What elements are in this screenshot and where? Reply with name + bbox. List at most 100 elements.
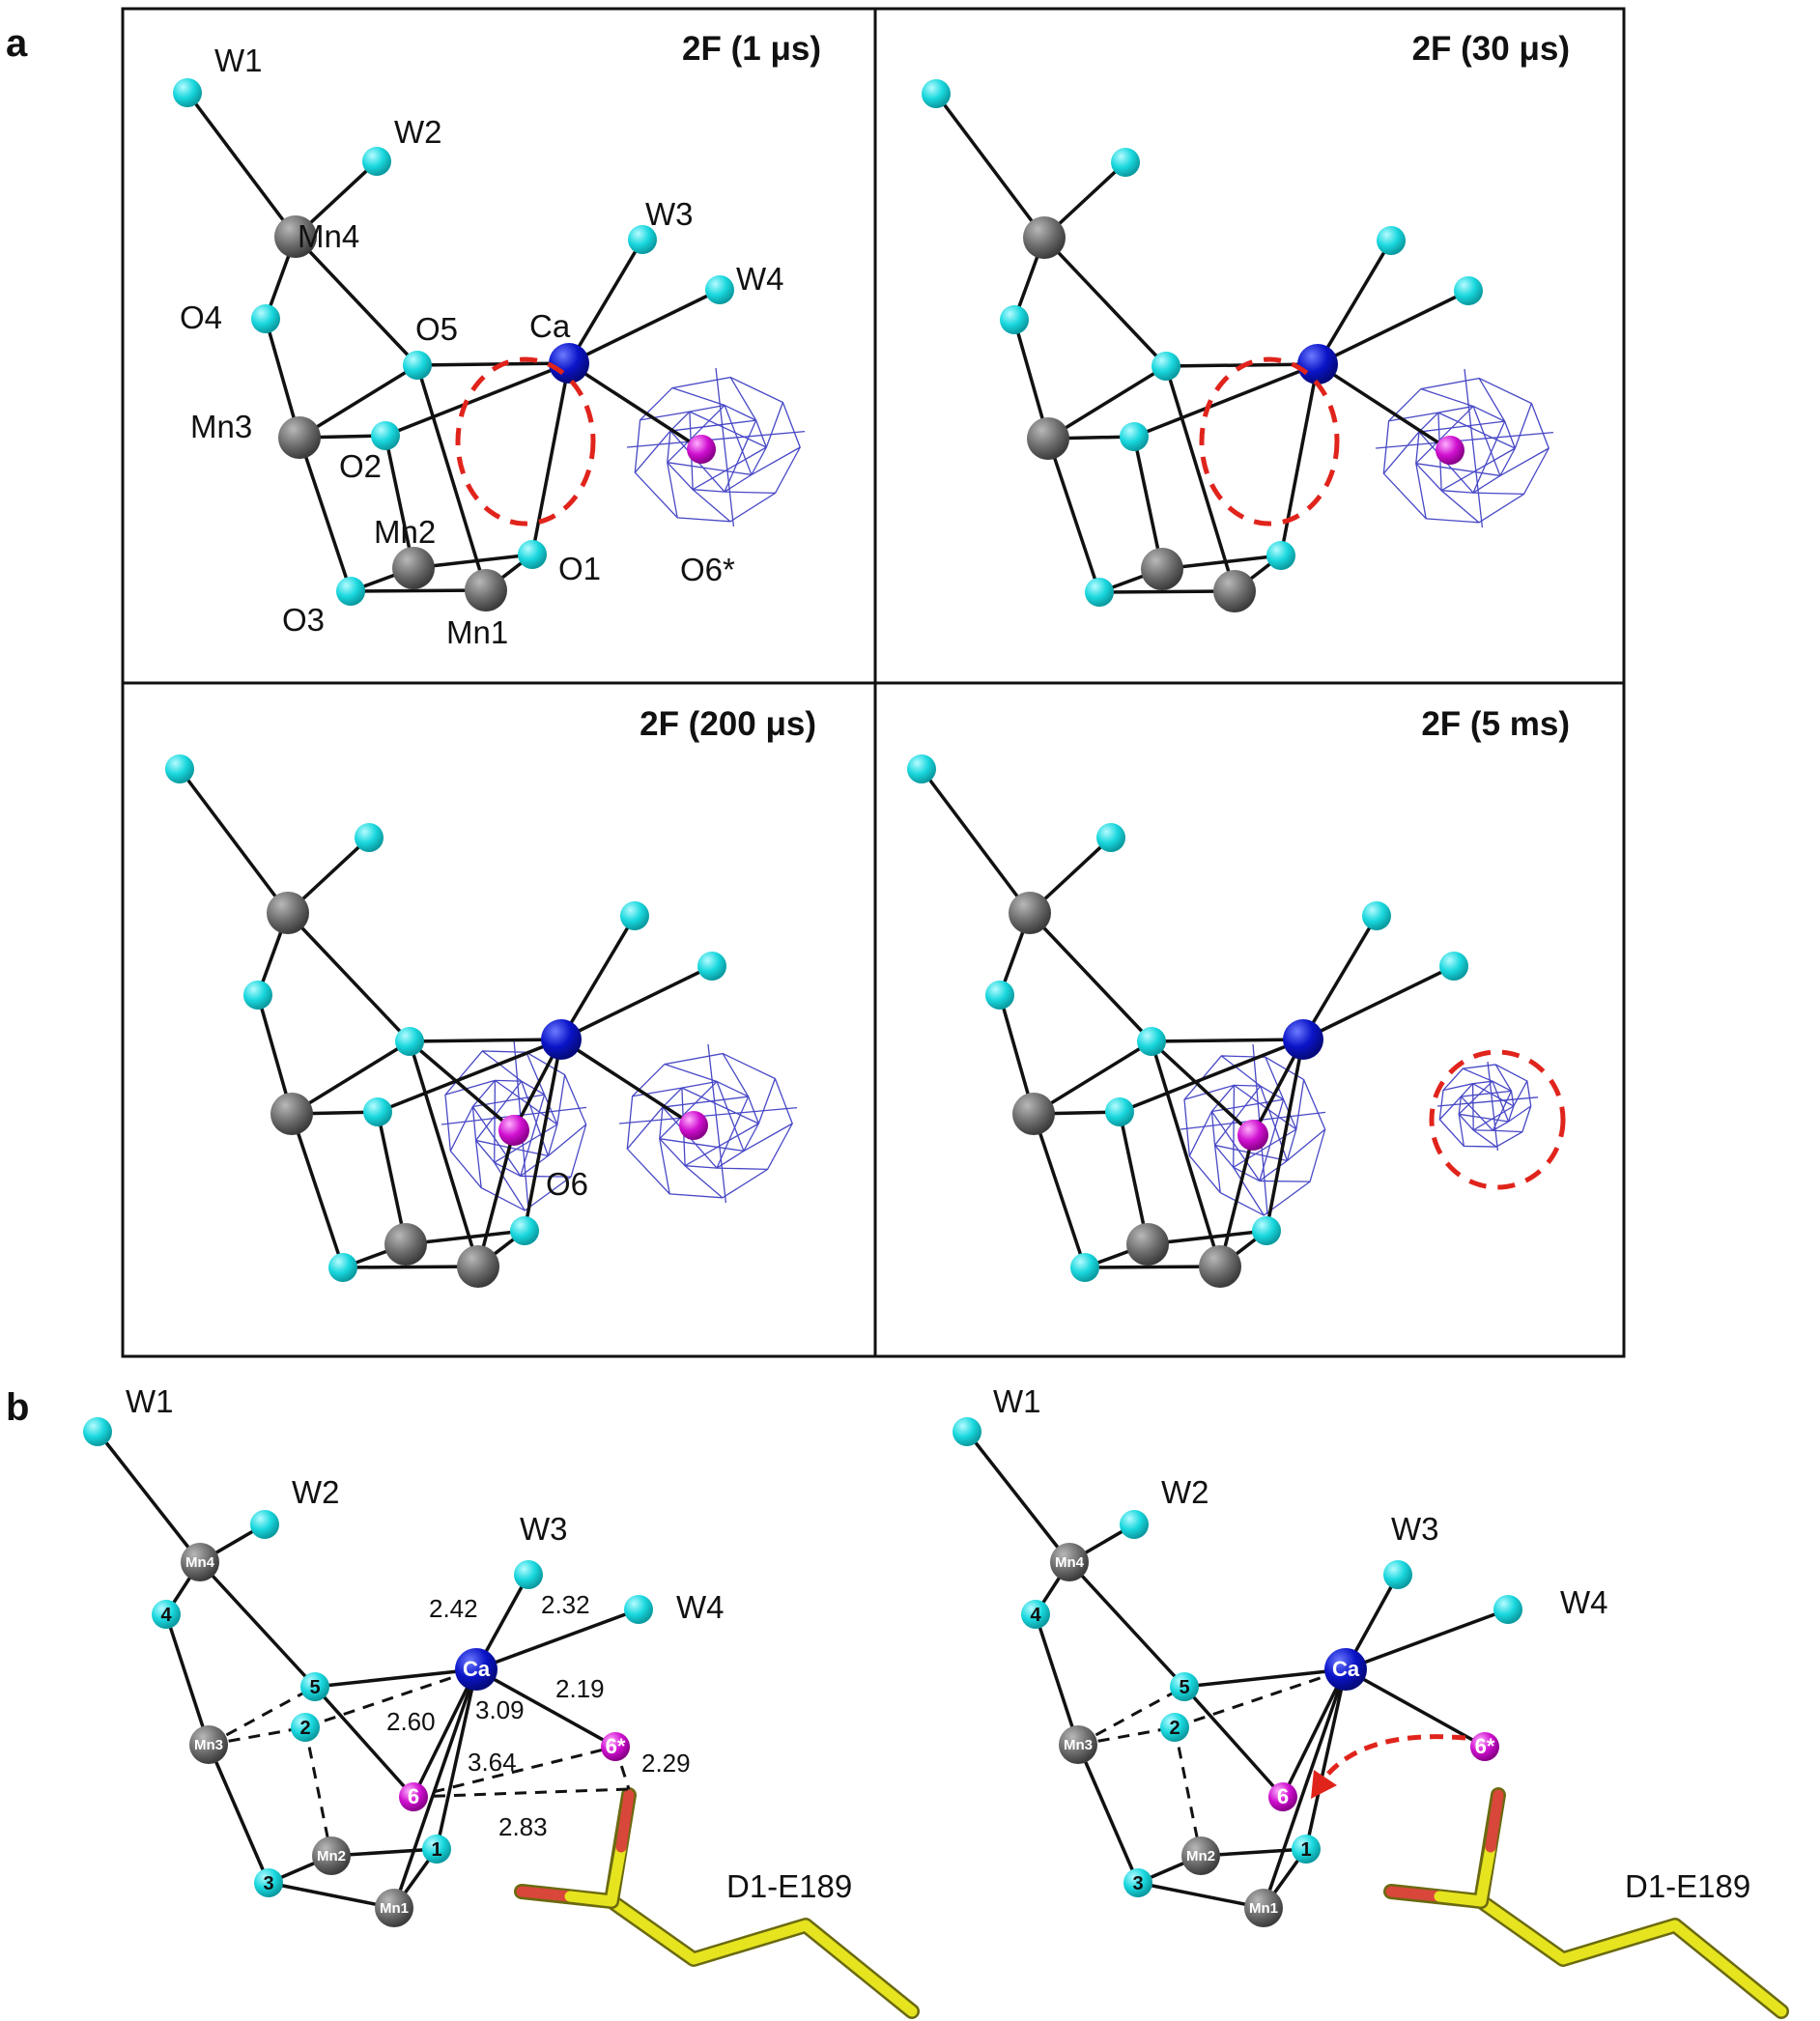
dist-2-60: 2.60 [386, 1707, 436, 1736]
bond [560, 964, 713, 1041]
atom-label-o1: 1 [1300, 1839, 1311, 1861]
structure-200us [165, 754, 798, 1288]
b-right-label-w3: W3 [1391, 1511, 1439, 1547]
atom-o5 [1152, 352, 1180, 381]
bond [568, 361, 702, 451]
atom-o3 [1123, 1868, 1152, 1897]
bond [298, 437, 353, 592]
bond [207, 1744, 270, 1884]
bond [1279, 363, 1320, 556]
atom-mn4 [274, 215, 317, 258]
bond [96, 1430, 202, 1564]
atom-o6 [1237, 1120, 1268, 1151]
atom-mn1 [1199, 1245, 1241, 1288]
bond [314, 1667, 477, 1689]
label-o4: O4 [180, 299, 222, 335]
label-o3: O3 [282, 602, 325, 638]
atom-o4 [1021, 1600, 1050, 1629]
bond [416, 361, 570, 367]
bond [1119, 1038, 1304, 1114]
panel-a-frame [121, 7, 1626, 1358]
atom-w3 [1362, 901, 1391, 930]
atom-label-mn2: Mn2 [1186, 1848, 1215, 1864]
atom-mn4 [267, 892, 309, 934]
atom-ca [455, 1648, 498, 1691]
bond [530, 362, 571, 555]
atom-o2 [1160, 1713, 1189, 1742]
atom-label-o5: 5 [309, 1677, 320, 1698]
label-mn2: Mn2 [374, 514, 436, 550]
bond [1133, 362, 1319, 439]
contact-dashed [1174, 1667, 1347, 1729]
atom-o4 [152, 1600, 181, 1629]
bond [313, 1685, 415, 1799]
atom-label-o3: 3 [263, 1873, 273, 1894]
atom-o4 [985, 981, 1014, 1010]
bond [1047, 364, 1167, 441]
header-2f-200us: 2F (200 μs) [640, 705, 816, 743]
atom-mn2 [1181, 1836, 1220, 1875]
dist-2-32: 2.32 [541, 1590, 590, 1619]
bond [350, 588, 487, 593]
bond [1151, 1038, 1304, 1043]
bond [567, 239, 644, 364]
migration-arrow [1311, 1734, 1466, 1799]
bond-o6 [476, 1129, 516, 1267]
label-o6: O6 [546, 1166, 588, 1202]
contact-dashed [303, 1726, 333, 1857]
highlight-circle [1429, 1049, 1566, 1190]
panel-a-structures [165, 78, 1566, 1288]
atom-mn3 [1027, 417, 1069, 460]
bond-o6 [408, 1039, 516, 1132]
atom-o6s [687, 435, 716, 464]
bond [268, 1881, 395, 1910]
contact-dashed [1077, 1725, 1176, 1747]
structure-5ms [907, 754, 1566, 1288]
bond-o6 [1218, 1134, 1255, 1267]
bond [523, 1039, 563, 1232]
bond [1281, 1668, 1348, 1798]
label-o6star: O6* [680, 552, 735, 587]
bond [1046, 438, 1101, 593]
label-o2: O2 [339, 448, 382, 484]
atom-mn4 [1009, 892, 1051, 934]
contact-dashed [475, 1667, 616, 1749]
b-right-label-w2: W2 [1161, 1474, 1209, 1510]
atom-w3 [620, 901, 649, 930]
atom-label-o3: 3 [1132, 1873, 1143, 1894]
bond [384, 435, 415, 569]
label-w4: W4 [736, 261, 784, 297]
atom-mn3 [270, 1093, 313, 1135]
contact-dashed [412, 1787, 630, 1799]
label-mn3: Mn3 [190, 409, 252, 444]
atom-o3 [336, 577, 365, 606]
highlight-circle [455, 356, 596, 527]
atom-ca [1324, 1648, 1367, 1691]
atom-label-o2: 2 [299, 1718, 310, 1739]
atom-o6 [498, 1115, 529, 1146]
bond [1042, 236, 1168, 368]
contact-dashed [304, 1667, 477, 1729]
atom-o1 [518, 540, 547, 569]
highlight-circle [1199, 356, 1340, 527]
bond [294, 235, 419, 367]
dist-3-09: 3.09 [475, 1695, 525, 1724]
atom-label-mn4: Mn4 [1055, 1554, 1085, 1571]
bond [412, 1668, 478, 1798]
atom-mn3 [278, 416, 321, 459]
atom-mn1 [375, 1889, 413, 1927]
atom-o1 [1252, 1216, 1281, 1245]
panel-label-b: b [6, 1386, 29, 1429]
bond [920, 767, 1032, 915]
dist-2-29: 2.29 [641, 1749, 691, 1778]
label-mn4: Mn4 [298, 218, 359, 254]
bond [178, 767, 290, 915]
bond [1098, 589, 1236, 594]
atom-mn4 [1023, 216, 1066, 259]
atom-mn4 [181, 1543, 219, 1581]
atom-w1 [922, 79, 951, 108]
header-2f-5ms: 2F (5 ms) [1421, 705, 1570, 743]
atom-o1 [1292, 1835, 1321, 1864]
